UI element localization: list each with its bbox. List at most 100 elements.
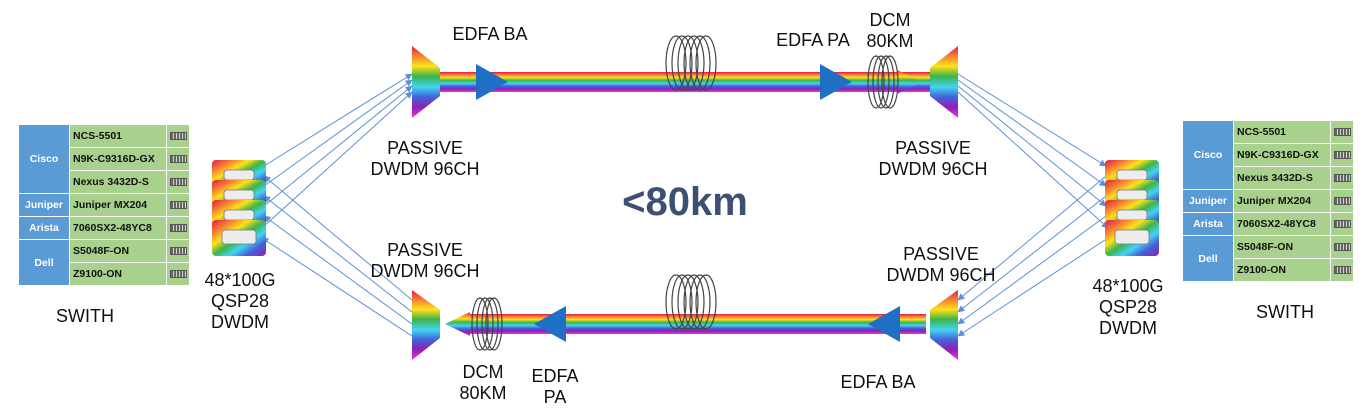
qsfp28-transceiver-stack-right <box>1105 160 1159 256</box>
switch-port-cell <box>166 262 190 286</box>
fiber-connection-line <box>957 175 1107 301</box>
bottom-fiber-link <box>445 312 926 336</box>
mux-channels: DWDM 96CH <box>886 265 996 285</box>
vendor-cell: Juniper <box>1182 189 1234 213</box>
transceiver-count: 48*100G <box>204 270 276 290</box>
switch-chassis-icon <box>169 132 187 141</box>
switch-port-cell <box>1330 212 1354 236</box>
switch-row: Nexus 3432D-S <box>19 170 190 194</box>
model-cell: Juniper MX204 <box>69 193 167 217</box>
fiber-connection-line <box>261 237 413 337</box>
fiber-connection-line <box>957 195 1107 313</box>
dwdm-mux-icon <box>412 46 440 118</box>
fiber-connection-lines <box>261 73 1109 337</box>
top-dcm-label: DCM 80KM <box>855 10 925 52</box>
qsfp28-transceiver-stack-left <box>212 160 266 256</box>
bottom-left-mux-label: PASSIVE DWDM 96CH <box>350 240 500 282</box>
model-cell: Juniper MX204 <box>1233 189 1331 213</box>
edfa-pa-amplifier-icon <box>820 64 852 100</box>
switch-chassis-icon <box>1333 266 1351 275</box>
switch-chassis-icon <box>1333 174 1351 183</box>
mux-channels: DWDM 96CH <box>370 159 480 179</box>
fiber-connection-line <box>263 73 413 167</box>
mux-type: PASSIVE <box>903 244 979 264</box>
fiber-connection-line <box>957 85 1107 207</box>
switch-port-cell <box>1330 189 1354 213</box>
model-cell: Z9100-ON <box>1233 258 1331 282</box>
switch-chassis-icon <box>1333 128 1351 137</box>
switch-port-cell <box>166 170 190 194</box>
transceiver-icon <box>212 220 266 256</box>
right-transceiver-label: 48*100G QSP28 DWDM <box>1078 276 1178 339</box>
transceiver-type: QSP28 <box>1098 297 1158 317</box>
top-right-mux-label: PASSIVE DWDM 96CH <box>858 138 1008 180</box>
switch-chassis-icon <box>1333 220 1351 229</box>
left-switch-caption: SWITH <box>56 306 114 326</box>
model-cell: Nexus 3432D-S <box>69 170 167 194</box>
switch-row: N9K-C9316D-GX <box>1183 143 1354 167</box>
bottom-edfa-ba-label: EDFA BA <box>840 372 916 392</box>
vendor-cell: Juniper <box>18 193 70 217</box>
vendor-cell: Cisco <box>1182 120 1234 190</box>
switch-chassis-icon <box>169 201 187 210</box>
model-cell: N9K-C9316D-GX <box>69 147 167 171</box>
model-cell: 7060SX2-48YC8 <box>1233 212 1331 236</box>
top-fiber-link <box>440 70 930 94</box>
mux-channels: DWDM 96CH <box>370 261 480 281</box>
transceiver-type: QSP28 <box>210 291 270 311</box>
switch-port-cell <box>1330 120 1354 144</box>
switch-row: Z9100-ON <box>1183 258 1354 282</box>
dcm-title: DCM <box>869 10 911 30</box>
mux-type: PASSIVE <box>387 138 463 158</box>
switch-chassis-icon <box>169 270 187 279</box>
fiber-connection-line <box>957 91 1109 229</box>
model-cell: Z9100-ON <box>69 262 167 286</box>
switch-port-cell <box>166 124 190 148</box>
dwdm-mux-icon <box>930 290 958 360</box>
fiber-connection-line <box>263 79 413 187</box>
vendor-cell: Dell <box>1182 235 1234 282</box>
vendor-cell: Dell <box>18 239 70 286</box>
right-switch-caption: SWITH <box>1256 302 1314 322</box>
switch-port-cell <box>1330 258 1354 282</box>
model-cell: S5048F-ON <box>69 239 167 263</box>
edfa-ba-amplifier-icon <box>476 64 508 100</box>
switch-port-cell <box>166 193 190 217</box>
switch-chassis-icon <box>169 155 187 164</box>
model-cell: NCS-5501 <box>1233 120 1331 144</box>
switch-port-cell <box>166 216 190 240</box>
top-edfa-ba-label: EDFA BA <box>452 24 528 44</box>
model-cell: 7060SX2-48YC8 <box>69 216 167 240</box>
left-transceiver-label: 48*100G QSP28 DWDM <box>190 270 290 333</box>
dcm-title: DCM <box>462 362 504 382</box>
mux-type: PASSIVE <box>387 240 463 260</box>
model-cell: S5048F-ON <box>1233 235 1331 259</box>
fiber-connection-line <box>957 79 1107 187</box>
switch-row: N9K-C9316D-GX <box>19 147 190 171</box>
mux-channels: DWDM 96CH <box>878 159 988 179</box>
switch-port-cell <box>1330 166 1354 190</box>
fiber-connection-line <box>263 215 413 325</box>
model-cell: Nexus 3432D-S <box>1233 166 1331 190</box>
switch-row: Nexus 3432D-S <box>1183 166 1354 190</box>
edfa-type: PA <box>543 387 567 407</box>
bottom-edfa-pa-label: EDFA PA <box>520 366 590 408</box>
fiber-connection-line <box>263 85 413 207</box>
dcm-coil-icon <box>471 297 503 351</box>
dcm-length: 80KM <box>866 31 914 51</box>
switch-chassis-icon <box>169 247 187 256</box>
edfa-title: EDFA <box>531 366 579 386</box>
dcm-coil-icon <box>867 55 899 109</box>
fiber-spool-icon <box>665 274 717 330</box>
fiber-connection-line <box>263 195 413 313</box>
fiber-connection-line <box>263 175 413 301</box>
